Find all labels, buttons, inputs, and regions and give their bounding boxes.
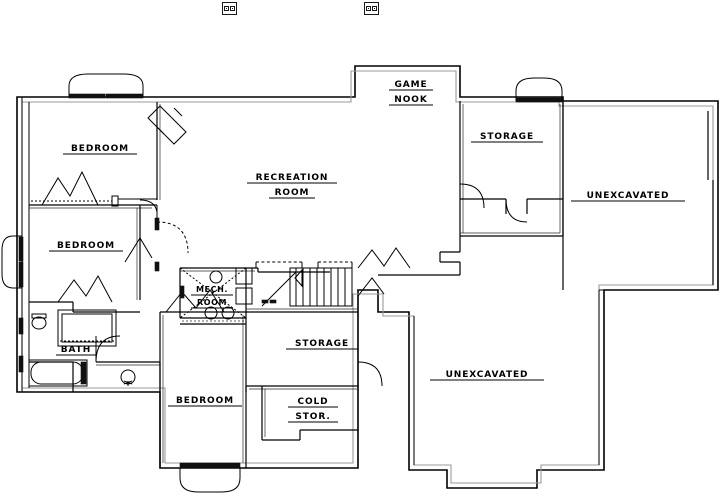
room-label-text: BEDROOM: [57, 241, 115, 251]
window-bay-bedroom-upper-left: [68, 73, 144, 99]
window-bay-bath-left: [18, 317, 24, 373]
furnace-icon: [204, 306, 218, 320]
room-label-text: UNEXCAVATED: [587, 191, 670, 201]
label-recreation-room: RECREATION ROOM: [247, 173, 337, 199]
shower-enclosure: [57, 309, 117, 347]
window-bay-storage-upper-right: [515, 77, 563, 103]
room-label-text-line2: STOR.: [295, 412, 330, 422]
label-game-nook: GAME NOOK: [389, 80, 433, 106]
room-label-text: BEDROOM: [176, 396, 234, 406]
label-mech-room: MECH. ROOM: [191, 285, 233, 309]
room-label-text-line1: GAME: [394, 80, 427, 90]
electrical-panel-icon: [235, 267, 253, 285]
toilet-fixture: [31, 313, 47, 330]
room-label-text: BEDROOM: [71, 144, 129, 154]
door-swing-cold-storage: [357, 361, 383, 387]
label-bedroom-mid-left: BEDROOM: [49, 241, 123, 252]
beam-symbols: [41, 170, 411, 313]
room-label-text-line2: ROOM: [197, 298, 227, 307]
softener-icon: [221, 306, 235, 320]
room-label-text-line1: MECH.: [196, 285, 228, 294]
interior-walls: [29, 101, 714, 468]
bath-fixtures: [28, 309, 136, 387]
broken-image-placeholder-icon-left: [222, 2, 237, 15]
placeholder-cell: [224, 6, 229, 11]
stair-header: [255, 261, 353, 268]
door-swing-storage-lower-partition: [505, 198, 528, 223]
broken-image-placeholder-icon-right: [364, 2, 379, 15]
room-label-text-line1: RECREATION: [256, 173, 329, 183]
door-swing-recreation-room: [139, 199, 189, 272]
label-bedroom-upper-left: BEDROOM: [63, 144, 137, 155]
meter-icon: [235, 287, 253, 305]
room-label-text: UNEXCAVATED: [446, 370, 529, 380]
door-swing-storage-upper-right: [459, 183, 485, 209]
placeholder-cell: [230, 6, 235, 11]
staircase: [261, 267, 353, 307]
building-outer-wall: [16, 65, 719, 489]
mechanical-equipment: [179, 267, 277, 320]
window-bay-bedroom-mid-left: [1, 235, 24, 289]
room-label-text-line2: ROOM: [275, 188, 310, 198]
room-label-text-line1: COLD: [297, 397, 328, 407]
water-heater-icon: [209, 270, 223, 284]
sink-fixture: [120, 369, 136, 386]
label-cold-storage: COLD STOR.: [288, 397, 338, 423]
label-storage-upper-right: STORAGE: [471, 132, 543, 143]
room-label-text: BATH: [61, 345, 91, 355]
room-label-text-line2: NOOK: [394, 95, 428, 105]
room-label-text: STORAGE: [480, 132, 534, 142]
placeholder-cell: [372, 6, 377, 11]
room-label-text: STORAGE: [295, 339, 349, 349]
label-bedroom-lower: BEDROOM: [168, 396, 242, 407]
placeholder-cell: [366, 6, 371, 11]
door-swing-bedroom-upper-left: [147, 105, 187, 145]
label-bath: BATH: [56, 345, 96, 356]
label-unexcavated-right: UNEXCAVATED: [571, 191, 685, 202]
label-storage-center: STORAGE: [286, 339, 358, 350]
window-bay-bedroom-lower: [179, 462, 241, 493]
label-unexcavated-lower: UNEXCAVATED: [430, 370, 544, 381]
room-labels: BEDROOM BEDROOM BATH BEDROOM RECREATION …: [49, 80, 685, 423]
bathtub-fixture: [28, 359, 88, 387]
